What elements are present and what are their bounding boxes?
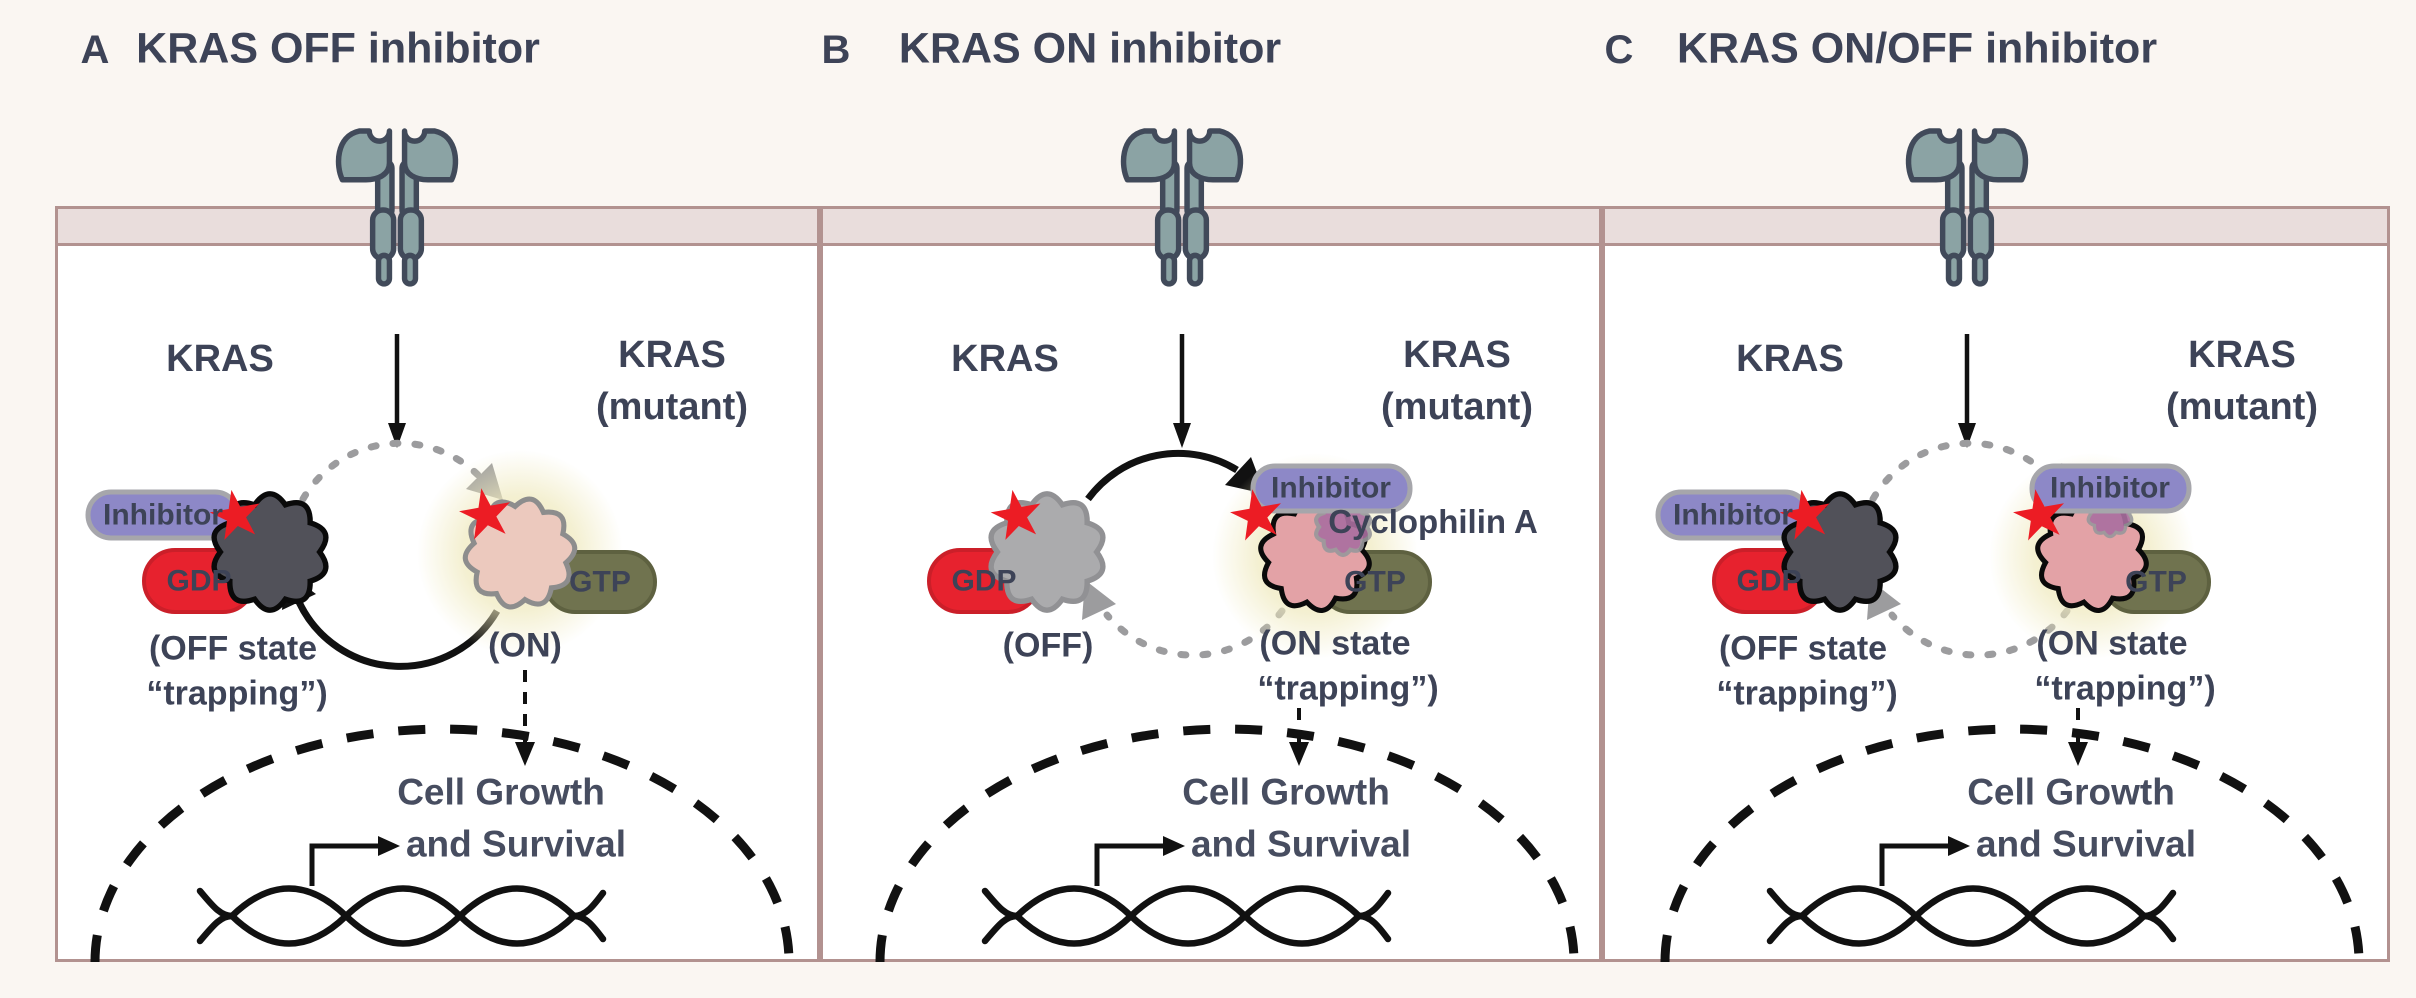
membrane-band xyxy=(823,209,1599,246)
on-state-label: (ON) xyxy=(488,626,562,665)
cyclophilin-a-label: Cyclophilin A xyxy=(1328,502,1538,540)
kras-mutant-label: (mutant) xyxy=(596,386,748,429)
panel-title: KRAS ON inhibitor xyxy=(898,24,1282,73)
kras-wildtype-label: KRAS xyxy=(951,338,1059,381)
gdp-pill-label: GDP xyxy=(166,564,232,598)
kras-mutant-label: (mutant) xyxy=(1381,386,1533,429)
on-state-label: (ON state xyxy=(2036,624,2188,663)
kras-mutant-label: KRAS xyxy=(618,334,726,377)
cell-growth-label: Cell Growth xyxy=(397,771,605,813)
membrane-band xyxy=(58,209,817,246)
off-state-label: (OFF state xyxy=(148,629,318,668)
inhibitor-pill-label: Inhibitor xyxy=(103,498,223,532)
off-state-label: “trapping”) xyxy=(146,674,328,713)
membrane-band xyxy=(1605,209,2387,246)
on-state-label: “trapping”) xyxy=(2034,669,2216,708)
inhibitor-pill-label: Inhibitor xyxy=(2050,471,2170,505)
inhibitor-pill-label: Inhibitor xyxy=(1271,471,1391,505)
panel-letter: C xyxy=(1604,28,1634,72)
cell-growth-label: Cell Growth xyxy=(1967,771,2175,813)
cell-growth-label: and Survival xyxy=(1975,823,2197,865)
off-state-label: (OFF state xyxy=(1718,629,1888,668)
cell-growth-label: and Survival xyxy=(405,823,627,865)
panel-letter: B xyxy=(821,28,851,72)
off-state-label: “trapping”) xyxy=(1716,674,1898,713)
gtp-pill-label: GTP xyxy=(2125,565,2187,599)
gtp-pill-label: GTP xyxy=(1344,565,1406,599)
kras-mutant-label: (mutant) xyxy=(2166,386,2318,429)
kras-mutant-label: KRAS xyxy=(2188,334,2296,377)
inhibitor-pill-label: Inhibitor xyxy=(1673,498,1793,532)
kras-wildtype-label: KRAS xyxy=(166,338,274,381)
on-state-label: (ON state xyxy=(1259,624,1411,663)
cell-growth-label: and Survival xyxy=(1190,823,1412,865)
gdp-pill-label: GDP xyxy=(951,564,1017,598)
cell-growth-label: Cell Growth xyxy=(1182,771,1390,813)
panel-title: KRAS OFF inhibitor xyxy=(136,24,540,73)
gdp-pill-label: GDP xyxy=(1736,564,1802,598)
kras-mutant-label: KRAS xyxy=(1403,334,1511,377)
kras-wildtype-label: KRAS xyxy=(1736,338,1844,381)
panel-letter: A xyxy=(80,28,110,72)
on-state-label: “trapping”) xyxy=(1257,669,1439,708)
panel-title: KRAS ON/OFF inhibitor xyxy=(1676,24,2158,73)
gtp-pill-label: GTP xyxy=(569,565,631,599)
off-state-label: (OFF) xyxy=(1002,626,1094,665)
